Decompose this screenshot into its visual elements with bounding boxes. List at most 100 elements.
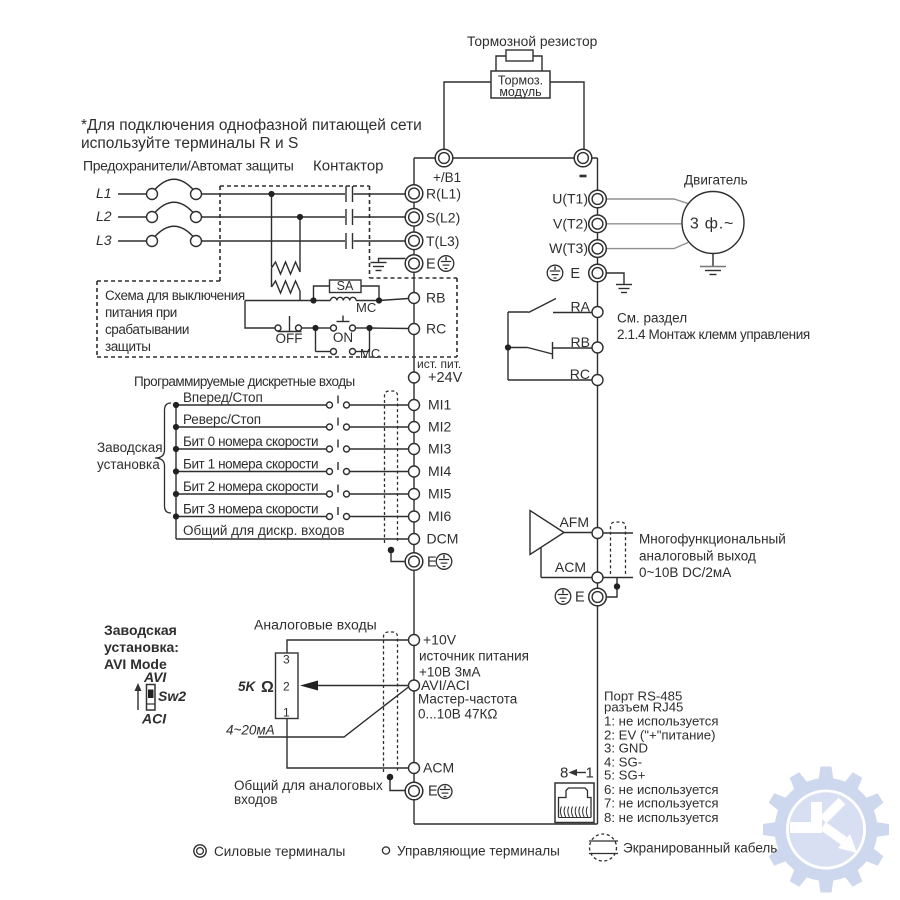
svg-text:RC: RC [570,366,590,382]
svg-text:MI6: MI6 [428,508,452,524]
svg-text:Контактор: Контактор [313,158,384,175]
svg-text:3 ф.~: 3 ф.~ [690,216,734,233]
svg-text:Бит 1 номера скорости: Бит 1 номера скорости [183,457,318,472]
svg-text:RB: RB [426,290,445,306]
svg-text:1: 1 [283,706,290,720]
svg-text:AFM: AFM [559,514,589,530]
svg-text:ACM: ACM [555,559,586,575]
svg-text:ON: ON [333,330,353,345]
svg-text:MI3: MI3 [428,441,452,457]
svg-text:Порт RS-485: Порт RS-485 [604,689,682,704]
svg-text:E: E [426,257,436,273]
svg-text:RA: RA [571,299,591,315]
svg-text:L3: L3 [96,232,112,248]
svg-text:Двигатель: Двигатель [684,173,748,188]
svg-text:+24V: +24V [428,370,463,386]
svg-text:3: GND: 3: GND [604,741,648,756]
svg-text:MC: MC [360,346,380,361]
svg-text:установка: установка [97,457,160,472]
svg-text:используйте терминалы R и S: используйте терминалы R и S [81,135,298,152]
svg-text:0...10В 47КΩ: 0...10В 47КΩ [418,707,498,722]
svg-text:Многофункциональный: Многофункциональный [639,532,786,547]
svg-text:Sw2: Sw2 [158,688,186,704]
svg-text:Схема для выключения: Схема для выключения [105,288,245,303]
svg-text:4~20мА: 4~20мА [226,723,275,738]
svg-text:MI4: MI4 [428,463,452,479]
svg-text:Заводская: Заводская [104,622,177,638]
svg-text:5K: 5K [238,679,257,694]
svg-text:RC: RC [426,321,446,337]
svg-text:Аналоговые входы: Аналоговые входы [254,617,377,633]
svg-text:1: 1 [586,765,594,782]
svg-text:Общий для дискр. входов: Общий для дискр. входов [183,523,345,538]
svg-text:Силовые терминалы: Силовые терминалы [214,844,345,859]
svg-text:MC: MC [356,300,376,315]
svg-text:Бит 3 номера скорости: Бит 3 номера скорости [183,502,318,517]
svg-text:+10В 3мА: +10В 3мА [419,665,480,680]
svg-text:источник питания: источник питания [419,649,529,664]
svg-text:MI2: MI2 [428,419,452,435]
svg-text:DCM: DCM [427,531,459,547]
svg-text:MI1: MI1 [428,397,452,413]
svg-text:ист. пит.: ист. пит. [417,357,461,371]
svg-text:+/B1: +/B1 [433,170,461,185]
svg-text:разъем RJ45: разъем RJ45 [604,700,683,715]
svg-text:См. раздел: См. раздел [617,311,687,326]
svg-text:+10V: +10V [423,632,457,648]
svg-text:7: не используется: 7: не используется [604,796,719,811]
svg-text:AVI: AVI [143,669,167,685]
svg-text:2: EV ("+"питание): 2: EV ("+"питание) [604,728,715,743]
svg-text:8: 8 [560,765,568,782]
svg-text:U(T1): U(T1) [552,191,588,207]
svg-text:аналоговый выход: аналоговый выход [639,549,756,564]
svg-text:ACI: ACI [141,711,167,727]
svg-text:Заводская: Заводская [97,440,163,455]
svg-text:AVI Mode: AVI Mode [104,656,167,672]
svg-text:T(L3): T(L3) [426,233,459,249]
svg-text:6: не используется: 6: не используется [604,782,719,797]
svg-text:V(T2): V(T2) [553,215,588,231]
svg-text:OFF: OFF [276,331,303,346]
svg-text:2: 2 [283,680,290,694]
svg-text:RB: RB [571,334,590,350]
svg-text:Мастер-частота: Мастер-частота [418,692,518,707]
svg-text:Тормоз.: Тормоз. [498,74,543,88]
svg-text:Вперед/Стоп: Вперед/Стоп [183,390,263,405]
svg-text:Бит 2 номера скорости: Бит 2 номера скорости [183,479,318,494]
svg-text:Экранированный кабель: Экранированный кабель [623,841,777,856]
svg-text:8: не используется: 8: не используется [604,810,719,825]
svg-text:L1: L1 [96,185,112,201]
svg-text:Тормозной резистор: Тормозной резистор [467,34,598,49]
svg-text:модуль: модуль [499,85,541,99]
svg-text:Ω: Ω [261,679,274,696]
svg-text:R(L1): R(L1) [426,186,461,202]
svg-text:5: SG+: 5: SG+ [604,768,646,783]
svg-text:Предохранители/Автомат защиты: Предохранители/Автомат защиты [83,158,294,174]
svg-text:S(L2): S(L2) [426,209,460,225]
svg-text:2.1.4 Монтаж клемм управления: 2.1.4 Монтаж клемм управления [617,327,810,342]
svg-text:W(T3): W(T3) [549,240,588,256]
svg-text:MI5: MI5 [428,486,452,502]
svg-text:SA: SA [337,279,354,293]
svg-text:*Для подключения однофазной пи: *Для подключения однофазной питающей сет… [81,117,422,134]
svg-text:L2: L2 [96,208,112,224]
svg-text:питания при: питания при [105,305,177,320]
svg-text:срабатывании: срабатывании [105,322,189,337]
svg-text:4: SG-: 4: SG- [604,755,642,770]
svg-text:ACM: ACM [423,760,454,776]
svg-text:Общий для аналоговых: Общий для аналоговых [234,778,383,793]
svg-text:Реверс/Стоп: Реверс/Стоп [183,412,261,427]
svg-text:1: не используется: 1: не используется [604,714,719,729]
svg-text:3: 3 [283,653,290,667]
svg-text:E: E [428,784,438,800]
svg-text:E: E [575,590,585,606]
svg-text:входов: входов [234,792,278,807]
svg-text:Управляющие терминалы: Управляющие терминалы [397,844,560,859]
svg-text:AVI/ACI: AVI/ACI [421,677,470,693]
svg-text:установка:: установка: [104,639,179,655]
svg-text:E: E [427,555,437,571]
svg-text:Программируемые дискретные вхо: Программируемые дискретные входы [134,374,355,389]
svg-text:защиты: защиты [105,339,151,354]
svg-text:Бит 0 номера скорости: Бит 0 номера скорости [183,434,318,449]
svg-text:E: E [570,266,580,282]
